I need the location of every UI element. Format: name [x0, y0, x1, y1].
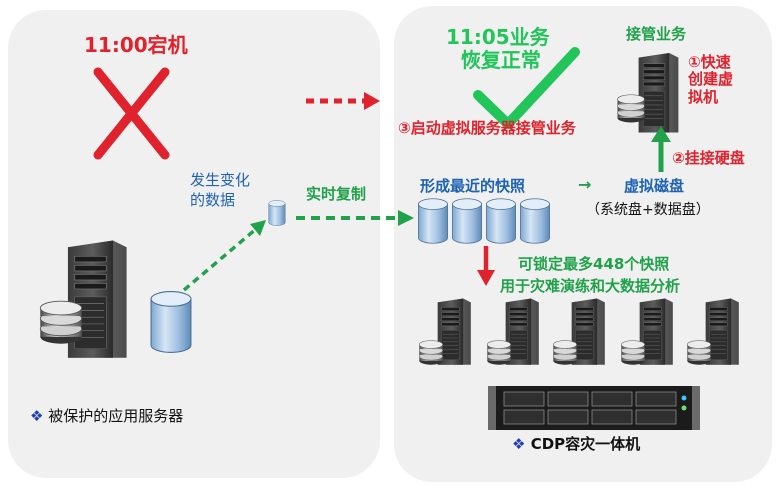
bullet-icon: ❖: [30, 407, 44, 425]
protected-server-caption: ❖ 被保护的应用服务器: [30, 407, 184, 425]
protected-server-label: 被保护的应用服务器: [48, 407, 184, 425]
protected-server-panel: [8, 10, 380, 478]
lock-snapshots-label: 可锁定最多448个快照: [518, 255, 670, 273]
replication-label: 实时复制: [306, 185, 367, 203]
recovery-time-line1: 11:05业务: [446, 25, 550, 49]
snapshot-cylinders: [418, 198, 550, 244]
database-icon: [150, 290, 192, 354]
usage-label: 用于灾难演练和大数据分析: [500, 277, 681, 295]
disk-types-label: （系统盘+数据盘）: [586, 202, 710, 218]
fast-create-line1: ①快速: [688, 53, 731, 71]
disk-icon: [686, 340, 712, 366]
failover-arrow: [306, 92, 380, 110]
lock-snapshot-arrow: [477, 246, 495, 286]
change-arrow: [182, 227, 258, 292]
change-arrowhead: [250, 220, 266, 236]
snapshot-icon: [486, 198, 516, 244]
start-vm-label: ③启动虚拟服务器接管业务: [398, 119, 576, 137]
disk-icon: [486, 340, 512, 366]
appliance-label: CDP容灾一体机: [530, 435, 641, 453]
fast-create-label: ①快速 创建虚 拟机: [688, 53, 734, 106]
appliance-caption: ❖ CDP容灾一体机: [512, 435, 641, 453]
recovery-time-label: 11:05业务 恢复正常: [446, 26, 550, 72]
snapshot-icon: [452, 198, 482, 244]
takeover-title: 接管业务: [626, 25, 687, 43]
cdp-appliance-icon: [488, 386, 700, 430]
outage-time-label: 11:00宕机: [84, 33, 188, 57]
recovery-time-line2: 恢复正常: [460, 48, 541, 72]
snapshot-to-disk-arrow: →: [578, 175, 592, 194]
snapshot-icon: [520, 198, 550, 244]
takeover-disk-icon: [617, 94, 645, 123]
disk-icon: [552, 340, 578, 366]
changed-data-label-line1: 发生变化: [190, 171, 251, 189]
fast-create-line3: 拟机: [688, 87, 719, 106]
disk-icon: [418, 340, 444, 366]
replication-arrow: [296, 210, 414, 226]
changed-data-label-line2: 的数据: [190, 191, 236, 209]
fast-create-line2: 创建虚: [688, 70, 734, 89]
changed-data-icon: [268, 200, 286, 226]
takeover-server-icon: [638, 52, 679, 133]
virtual-disk-label: 虚拟磁盘: [624, 177, 685, 195]
failure-x-icon: [93, 67, 170, 160]
recovered-check-icon: [473, 47, 580, 129]
snapshot-servers-row: [418, 298, 740, 366]
bullet-icon: ❖: [512, 435, 526, 453]
mount-disk-label: ②挂接硬盘: [672, 149, 745, 167]
mount-disk-arrow: [651, 126, 671, 172]
snapshot-icon: [418, 198, 448, 244]
snapshot-label: 形成最近的快照: [420, 177, 526, 195]
server-disk-icon: [39, 300, 83, 345]
disk-icon: [620, 340, 646, 366]
